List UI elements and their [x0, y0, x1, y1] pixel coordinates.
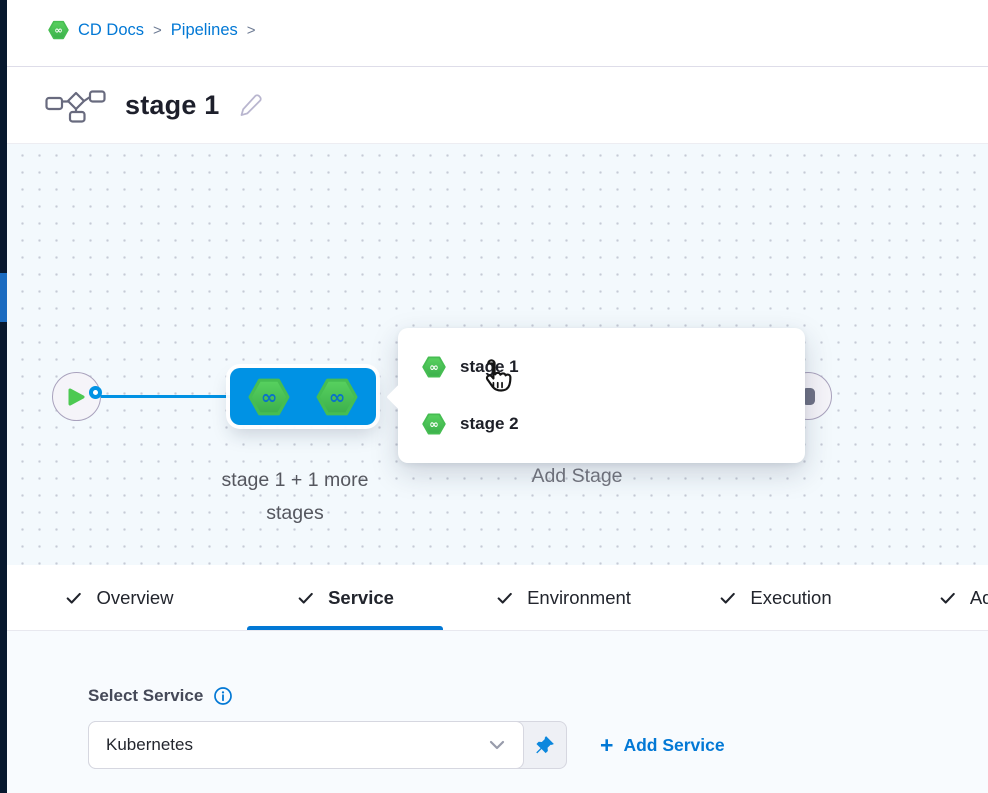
tab-advanced[interactable]: Advanced [905, 565, 988, 630]
pipeline-connector-line [100, 395, 232, 398]
popup-item-stage-1[interactable]: ∞ stage 1 [422, 349, 781, 385]
cd-stage-icon: ∞ [248, 378, 290, 415]
check-icon [298, 592, 313, 604]
service-select-value: Kubernetes [106, 735, 193, 754]
tab-label: Overview [96, 586, 174, 608]
left-rail-highlight [0, 273, 7, 322]
service-select-group: Kubernetes [88, 721, 567, 769]
check-icon [67, 592, 82, 604]
tab-environment[interactable]: Environment [468, 565, 658, 630]
tab-execution[interactable]: Execution [690, 565, 860, 630]
pipeline-connector-port [89, 386, 102, 399]
svg-text:∞: ∞ [261, 384, 278, 408]
stage-group-label: stage 1 + 1 more stages [221, 469, 369, 524]
tab-service[interactable]: Service [247, 565, 443, 630]
breadcrumb: ∞ CD Docs > Pipelines > [48, 20, 256, 40]
stage-group-node[interactable]: ∞ ∞ [230, 368, 376, 425]
breadcrumb-separator: > [246, 21, 256, 39]
add-service-button[interactable]: + Add Service [600, 721, 725, 769]
popup-item-stage-2[interactable]: ∞ stage 2 [422, 407, 781, 443]
service-select[interactable]: Kubernetes [88, 721, 524, 769]
svg-text:∞: ∞ [54, 25, 62, 36]
stage-group-popup: ∞ stage 1 ∞ stage 2 [386, 328, 805, 463]
breadcrumb-link-project[interactable]: CD Docs [78, 20, 145, 39]
pipeline-icon [45, 89, 106, 123]
active-tab-underline [247, 626, 443, 630]
svg-text:∞: ∞ [329, 384, 346, 408]
tab-label: Service [328, 586, 394, 608]
stage-header: stage 1 [7, 68, 988, 144]
breadcrumb-separator: > [153, 21, 162, 39]
check-icon [497, 592, 512, 604]
popup-item-label: stage 2 [460, 414, 519, 434]
left-nav-rail [0, 0, 7, 793]
svg-text:∞: ∞ [429, 360, 439, 374]
top-bar: ∞ CD Docs > Pipelines > [7, 0, 988, 67]
play-icon [68, 388, 85, 405]
cd-stage-icon: ∞ [316, 378, 358, 415]
tab-label: Advanced [969, 586, 988, 608]
plus-icon: + [600, 731, 614, 758]
stage-tab-bar: Overview Service Environment Execution [7, 565, 988, 631]
svg-text:∞: ∞ [429, 417, 439, 431]
select-service-label: Select Service [88, 686, 204, 705]
check-icon [940, 592, 955, 604]
service-panel: Select Service Kubernetes [7, 631, 988, 793]
popup-item-label: stage 1 [460, 356, 519, 376]
pin-service-button[interactable] [522, 722, 566, 768]
page-title: stage 1 [125, 90, 220, 120]
add-stage-label[interactable]: Add Stage [531, 465, 623, 487]
breadcrumb-link-pipelines[interactable]: Pipelines [170, 20, 238, 39]
pin-icon [535, 735, 554, 753]
tab-overview[interactable]: Overview [39, 565, 199, 630]
pipeline-canvas[interactable]: ∞ ∞ stage 1 + 1 more stages Add Stage [7, 144, 988, 565]
info-icon[interactable] [213, 686, 233, 706]
cd-module-icon: ∞ [48, 20, 69, 40]
edit-pencil-icon[interactable] [237, 92, 264, 119]
add-service-label: Add Service [623, 734, 725, 755]
popup-arrow [386, 384, 412, 410]
tab-label: Environment [527, 586, 631, 608]
cd-stage-icon: ∞ [422, 356, 446, 378]
chevron-down-icon [489, 740, 523, 750]
tab-label: Execution [750, 586, 832, 608]
cd-stage-icon: ∞ [422, 413, 446, 435]
check-icon [720, 592, 736, 604]
